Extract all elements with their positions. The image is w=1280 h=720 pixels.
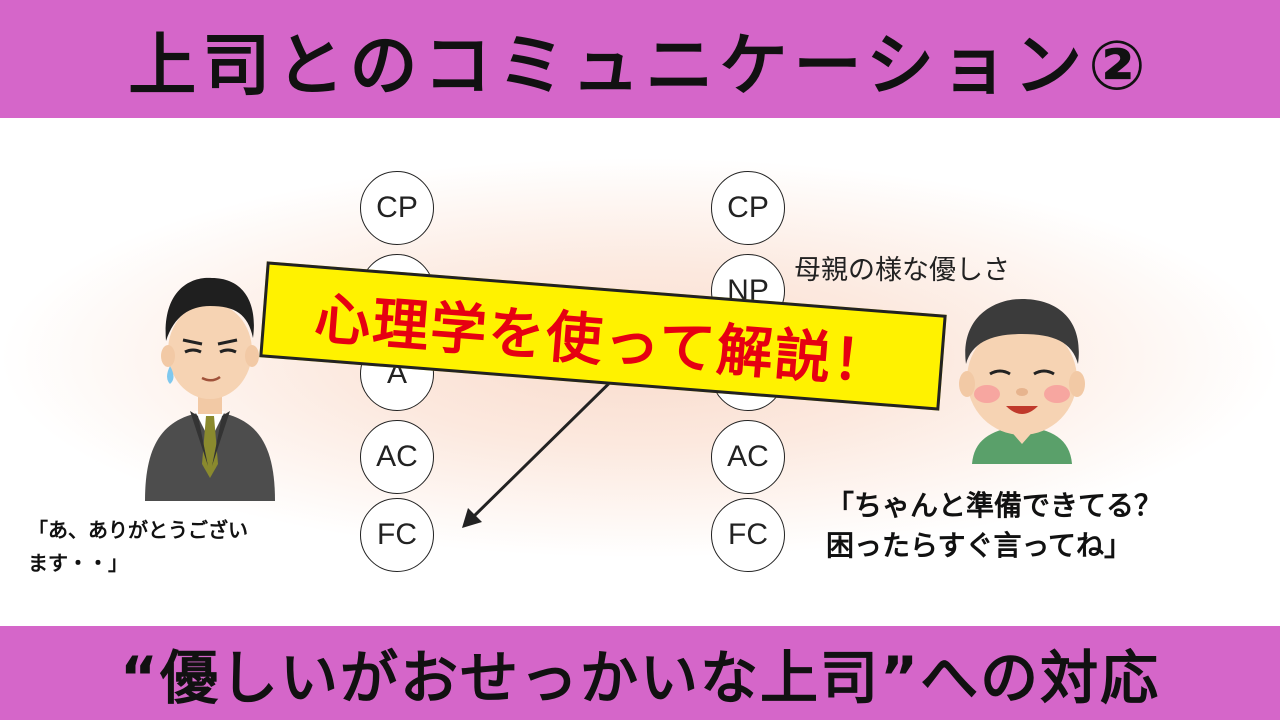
boss-speech-line1: 「ちゃんと準備できてる？: [826, 489, 1163, 522]
right-ego-state-cp: CP: [711, 171, 785, 245]
left-ego-state-cp: CP: [360, 171, 434, 245]
diagram-area: CP NP A AC FC CP NP A AC FC 母親の様な優しさ: [0, 118, 1280, 626]
right-ego-state-ac: AC: [711, 420, 785, 494]
left-ego-state-fc: FC: [360, 498, 434, 572]
boss-speech-line2: 困ったらすぐ言ってね」: [826, 529, 1133, 562]
page-subtitle: “優しいがおせっかいな上司”への対応: [119, 644, 1161, 712]
right-ego-state-fc: FC: [711, 498, 785, 572]
title-banner: 上司とのコミュニケーション②: [0, 0, 1280, 118]
left-ego-state-ac: AC: [360, 420, 434, 494]
boss-speech-bubble: 「ちゃんと準備できてる？ 困ったらすぐ言ってね」: [826, 486, 1162, 566]
nurturing-parent-label: 母親の様な優しさ: [794, 255, 1010, 286]
subtitle-banner: “優しいがおせっかいな上司”への対応: [0, 626, 1280, 720]
subordinate-speech-line1: 「あ、ありがとうござい: [28, 518, 248, 542]
boss-illustration: [959, 299, 1085, 464]
page-title: 上司とのコミュニケーション②: [128, 26, 1152, 106]
subordinate-speech-bubble: 「あ、ありがとうござい ます・・」: [28, 514, 248, 580]
subordinate-speech-line2: ます・・」: [28, 551, 128, 575]
subordinate-illustration: [145, 277, 275, 501]
